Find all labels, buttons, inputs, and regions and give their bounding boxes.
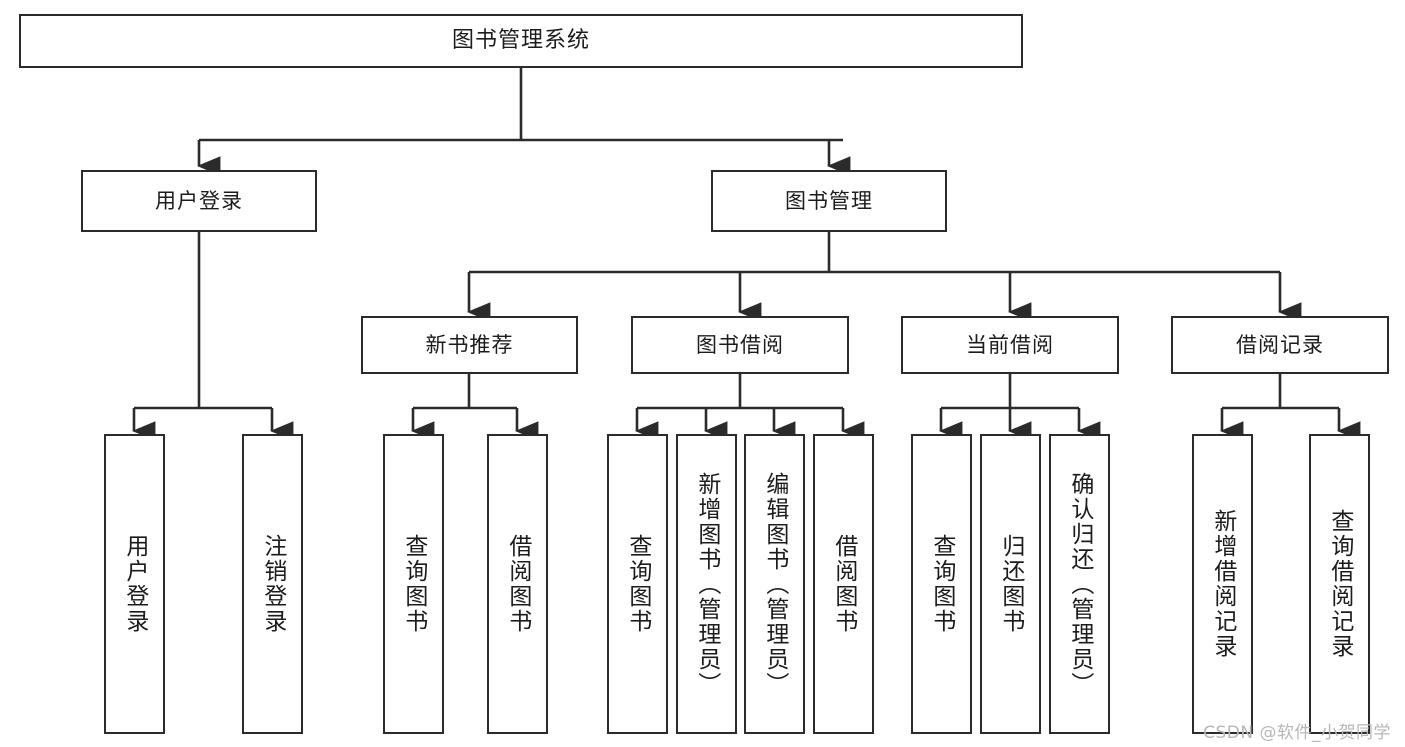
node-label: 查询借阅记录 bbox=[1326, 509, 1353, 659]
leaf-borrow-query-book[interactable]: 查询图书 bbox=[607, 434, 668, 734]
leaf-records-add-record[interactable]: 新增借阅记录 bbox=[1192, 434, 1253, 734]
leaf-borrow-add-book[interactable]: 新增图书（管理员） bbox=[676, 434, 737, 734]
node-borrow-records[interactable]: 借阅记录 bbox=[1171, 316, 1389, 374]
node-book-borrow[interactable]: 图书借阅 bbox=[631, 316, 849, 374]
leaf-borrow-borrow-book[interactable]: 借阅图书 bbox=[813, 434, 874, 734]
node-book-management[interactable]: 图书管理 bbox=[711, 170, 947, 232]
leaf-borrow-edit-book[interactable]: 编辑图书（管理员） bbox=[744, 434, 805, 734]
leaf-current-query-book[interactable]: 查询图书 bbox=[911, 434, 972, 734]
leaf-current-confirm-return[interactable]: 确认归还（管理员） bbox=[1049, 434, 1110, 734]
node-label: 确认归还（管理员） bbox=[1066, 471, 1093, 697]
node-label: 当前借阅 bbox=[966, 332, 1054, 357]
node-label: 用户登录 bbox=[121, 534, 148, 634]
node-label: 图书借阅 bbox=[696, 332, 784, 357]
node-label: 借阅记录 bbox=[1236, 332, 1324, 357]
node-label: 注销登录 bbox=[259, 534, 286, 634]
node-label: 借阅图书 bbox=[504, 534, 531, 634]
node-label: 查询图书 bbox=[400, 534, 427, 634]
node-label: 图书管理 bbox=[785, 188, 873, 213]
node-user-login[interactable]: 用户登录 bbox=[81, 170, 317, 232]
node-label: 新增借阅记录 bbox=[1209, 509, 1236, 659]
node-label: 查询图书 bbox=[928, 534, 955, 634]
leaf-new-book-query[interactable]: 查询图书 bbox=[383, 434, 444, 734]
csdn-watermark: CSDN @软件_小贺同学 bbox=[1203, 723, 1391, 743]
node-label: 用户登录 bbox=[155, 188, 243, 213]
node-label: 新书推荐 bbox=[425, 332, 514, 357]
leaf-records-query-record[interactable]: 查询借阅记录 bbox=[1309, 434, 1370, 734]
node-current-borrow[interactable]: 当前借阅 bbox=[901, 316, 1119, 374]
node-new-book-recommend[interactable]: 新书推荐 bbox=[361, 316, 578, 374]
node-label: 图书管理系统 bbox=[451, 28, 590, 54]
node-label: 查询图书 bbox=[624, 534, 651, 634]
node-label: 新增图书（管理员） bbox=[693, 471, 720, 697]
leaf-user-login-logout[interactable]: 注销登录 bbox=[242, 434, 303, 734]
node-label: 归还图书 bbox=[997, 534, 1024, 634]
leaf-new-book-borrow[interactable]: 借阅图书 bbox=[487, 434, 548, 734]
node-label: 借阅图书 bbox=[830, 534, 857, 634]
node-root-system[interactable]: 图书管理系统 bbox=[19, 14, 1023, 68]
leaf-user-login-login[interactable]: 用户登录 bbox=[104, 434, 165, 734]
leaf-current-return-book[interactable]: 归还图书 bbox=[980, 434, 1041, 734]
node-label: 编辑图书（管理员） bbox=[761, 471, 788, 697]
